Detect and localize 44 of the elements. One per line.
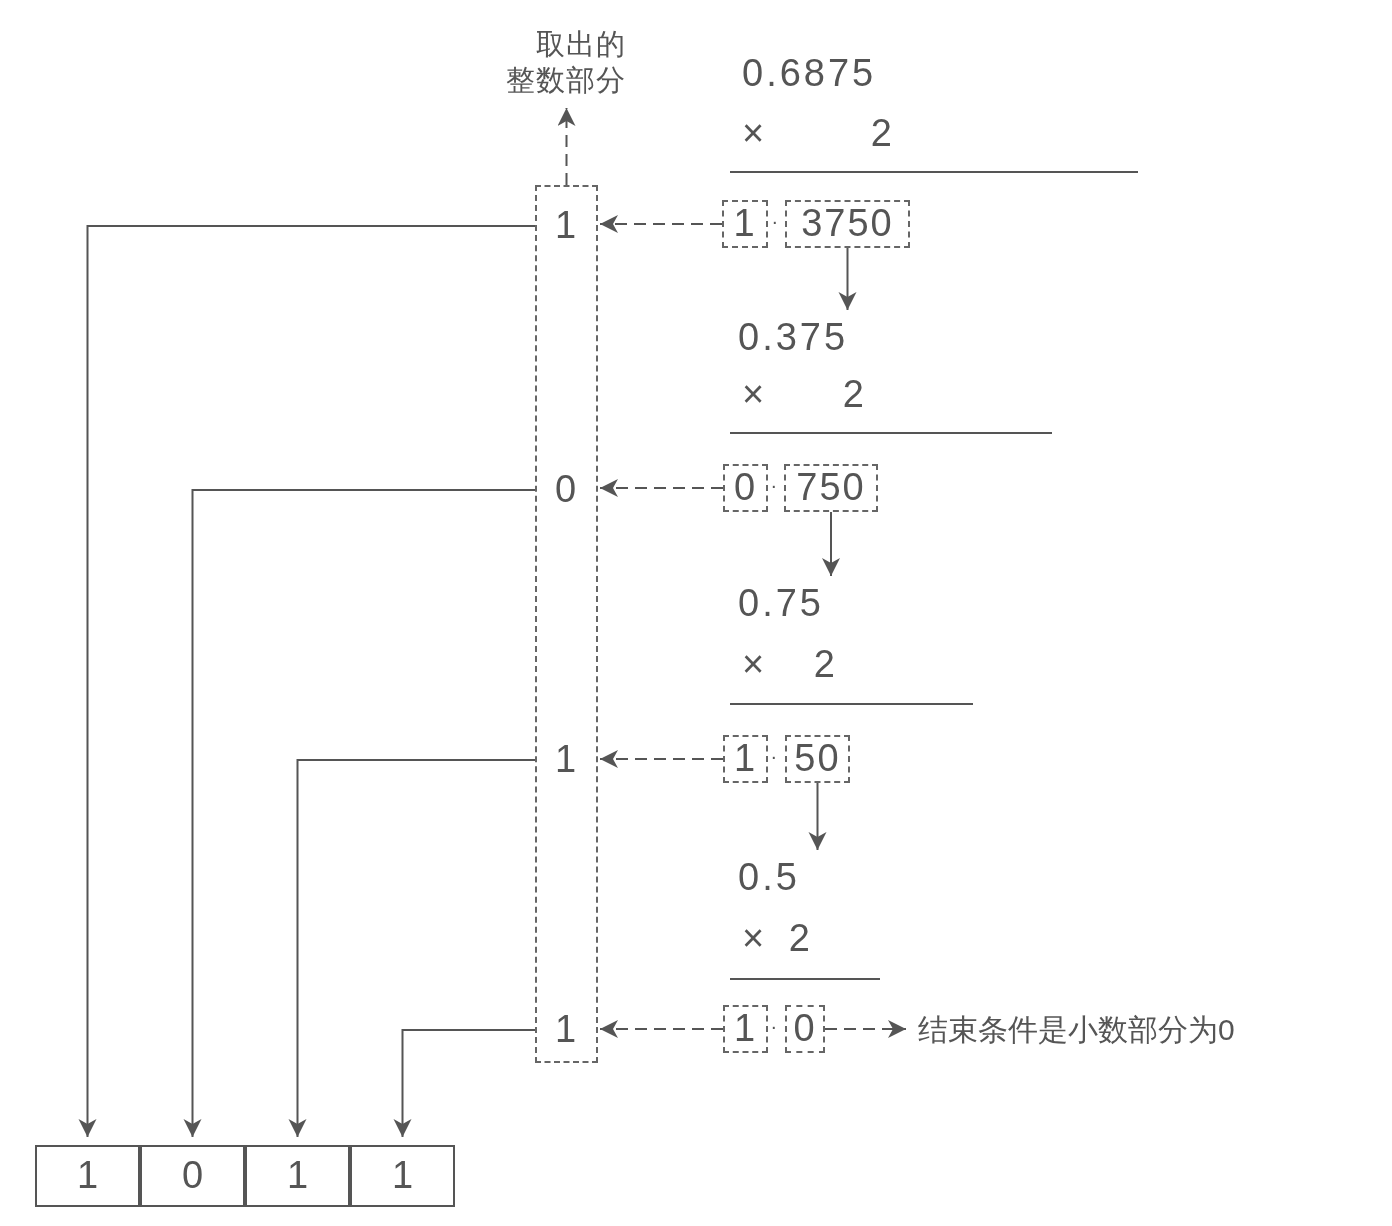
result-cell: 1 — [350, 1145, 455, 1207]
multiplier-text: × 2 — [742, 917, 810, 960]
arrow — [822, 511, 840, 577]
result-cell: 0 — [140, 1145, 245, 1207]
multiplier-text: × 2 — [742, 112, 892, 155]
arrow — [393, 1029, 536, 1138]
number-text: 0.5 — [738, 856, 818, 900]
dashed-digit-box: 50 — [785, 735, 850, 783]
dashed-digit-box: 750 — [784, 464, 878, 512]
dashed-digit-box: 0 — [723, 464, 768, 512]
dashed-arrow — [824, 1020, 907, 1038]
decimal-point: . — [771, 1011, 778, 1034]
number-text: 0.75 — [738, 582, 848, 626]
caption-text: 取出的整数部分 — [504, 24, 628, 104]
digit-text: 0 — [537, 468, 596, 512]
multiplier-text: × 2 — [742, 373, 864, 416]
result-cell: 1 — [35, 1145, 140, 1207]
dashed-arrow — [557, 107, 576, 186]
dashed-digit-box: 1 — [723, 1005, 768, 1053]
dashed-digit-box: 0 — [785, 1005, 825, 1053]
arrow — [288, 759, 536, 1138]
decimal-point: . — [772, 206, 779, 229]
dashed-digit-box: 3750 — [785, 200, 910, 248]
result-cell: 1 — [245, 1145, 350, 1207]
dashed-arrow — [599, 1020, 724, 1038]
arrow — [808, 782, 827, 851]
number-text: 0.375 — [738, 316, 878, 360]
digit-text: 1 — [537, 1008, 596, 1052]
decimal-point: . — [771, 741, 778, 764]
number-text: 0.6875 — [742, 52, 878, 95]
digit-text: 1 — [537, 738, 596, 782]
decimal-point: . — [771, 470, 778, 493]
dashed-arrow — [599, 479, 724, 497]
dashed-arrow — [599, 215, 723, 233]
note-text: 结束条件是小数部分为0 — [918, 1010, 1288, 1050]
arrow — [183, 489, 536, 1138]
arrow — [78, 225, 536, 1138]
multiplier-text: × 2 — [742, 643, 835, 686]
arrow — [838, 247, 857, 311]
dashed-digit-box: 1 — [723, 735, 768, 783]
dashed-column-box — [535, 185, 598, 1063]
digit-text: 1 — [537, 204, 596, 248]
dashed-digit-box: 1 — [722, 200, 768, 248]
dashed-arrow — [599, 750, 724, 768]
